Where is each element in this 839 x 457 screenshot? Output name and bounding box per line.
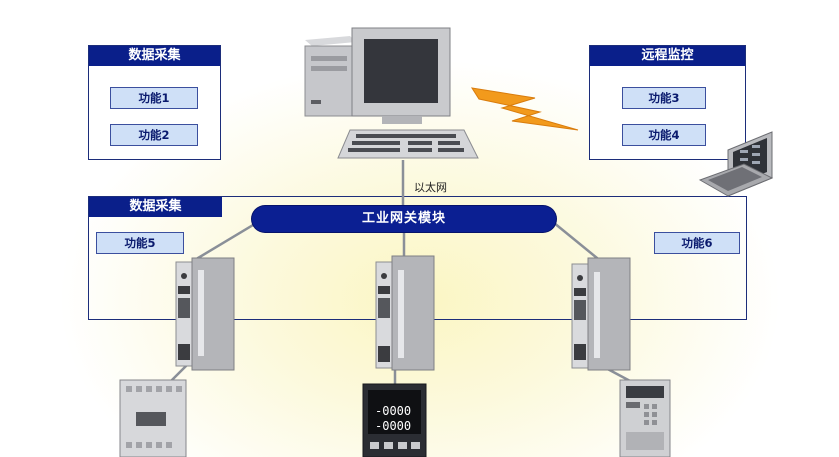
meter-readout-lower: -0000 <box>375 419 411 433</box>
monitor-icon <box>352 28 450 124</box>
ethernet-label: 以太网 <box>414 179 447 195</box>
tower-pc-icon <box>305 36 356 116</box>
gateway-module-right-icon <box>572 258 630 370</box>
wireless-bolt-icon <box>472 88 578 130</box>
laptop-icon <box>700 132 772 196</box>
gateway-module-left-icon <box>176 258 234 370</box>
temperature-controller-icon: -0000 -0000 <box>363 384 426 457</box>
plc-device-icon <box>120 380 186 457</box>
operator-panel-icon <box>620 380 670 457</box>
keyboard-icon <box>338 130 478 158</box>
meter-readout-upper: -0000 <box>375 404 411 418</box>
industrial-gateway-bus: 工业网关模块 <box>252 206 556 232</box>
gateway-module-center-icon <box>376 256 434 370</box>
